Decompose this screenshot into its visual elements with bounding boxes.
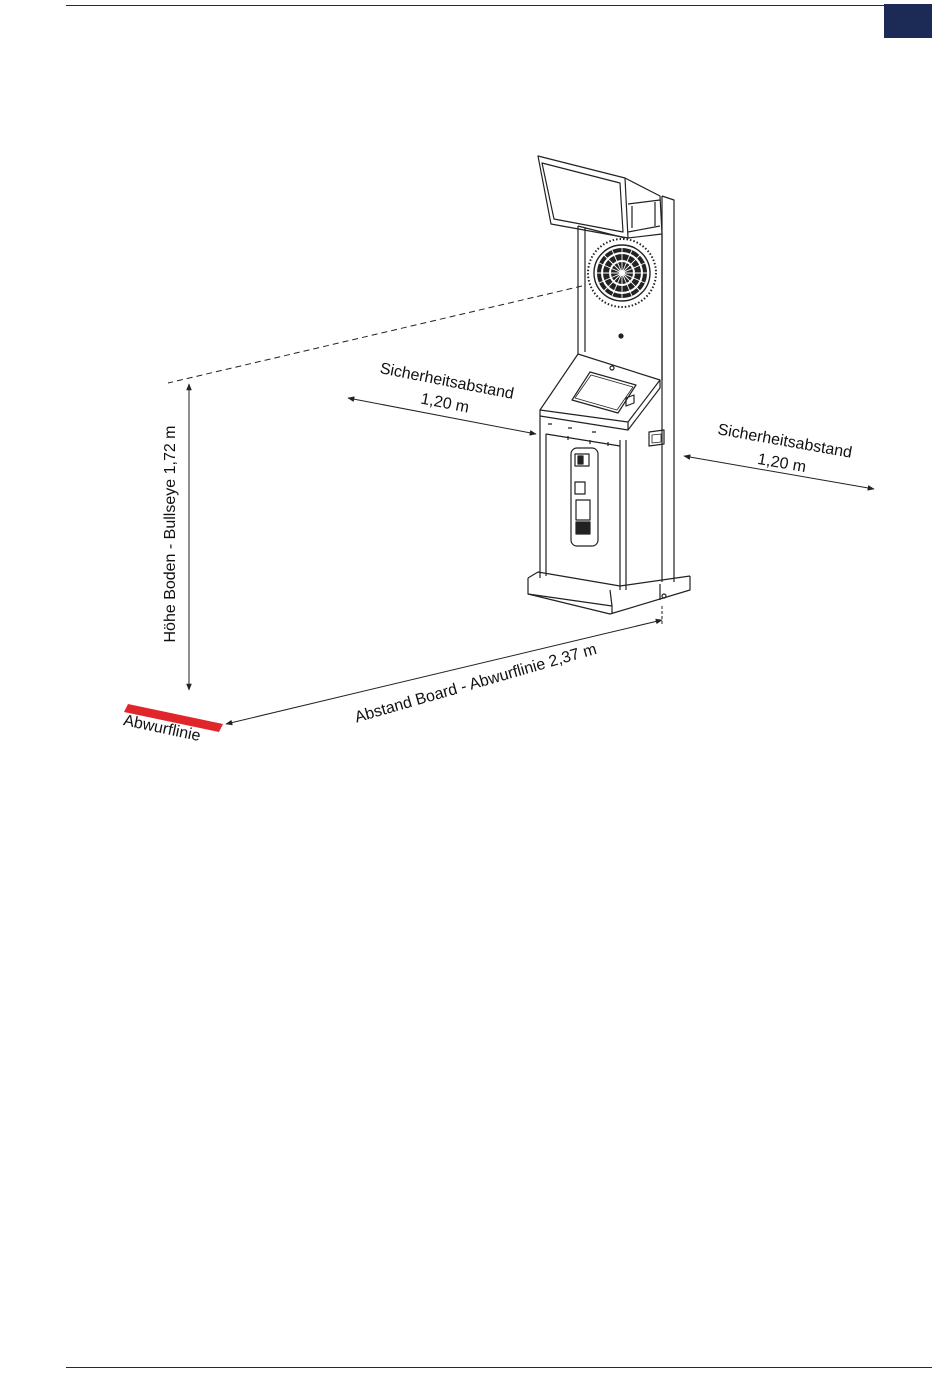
dart-machine	[528, 156, 690, 614]
base	[528, 572, 690, 614]
sight-line	[168, 286, 582, 383]
height-label: Höhe Boden - Bullseye 1,72 m	[162, 425, 179, 642]
dimension-lines	[168, 286, 874, 724]
safety-right-value: 1,20 m	[756, 451, 807, 476]
lower-cabinet	[540, 416, 626, 590]
distance-line	[226, 620, 662, 724]
monitor	[538, 156, 662, 238]
dartboard	[588, 239, 656, 338]
distance-label: Abstand Board - Abwurflinie 2,37 m	[353, 641, 599, 726]
console	[540, 354, 664, 446]
